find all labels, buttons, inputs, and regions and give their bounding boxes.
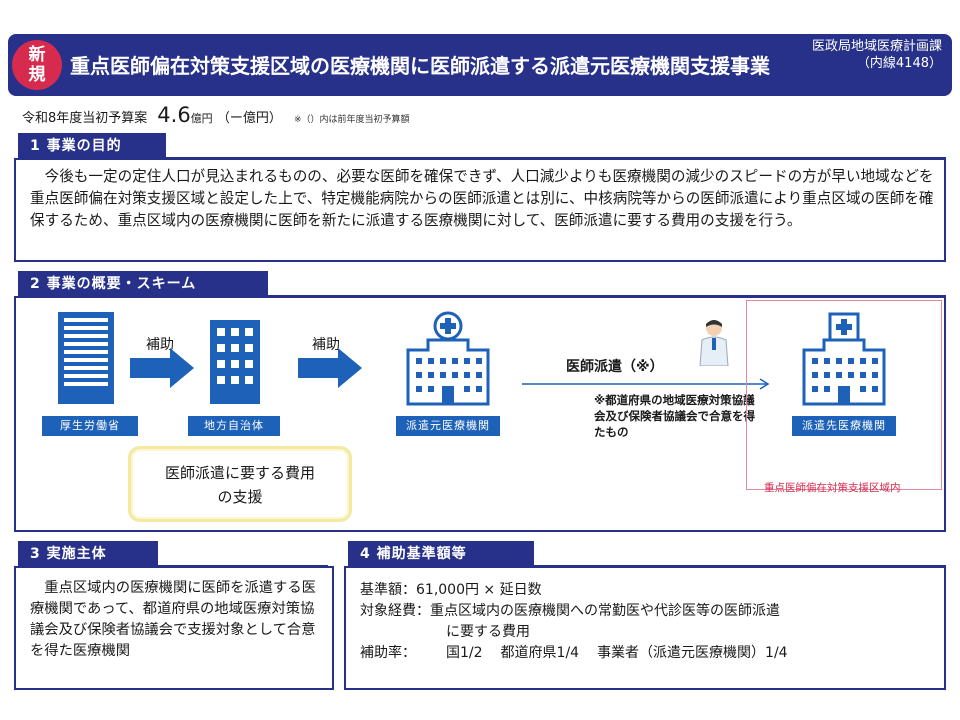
- budget-line: 令和8年度当初予算案 4.6億円 （ー億円） ※（）内は前年度当初予算額: [22, 103, 410, 127]
- section-3-title: 3 実施主体: [18, 541, 328, 567]
- dispatch-note: ※都道府県の地域医療対策協議会及び保険者協議会で合意を得たもの: [594, 393, 755, 439]
- dispatch-arrow-icon: [522, 378, 770, 390]
- base-amount-value: 61,000円 × 延日数: [416, 582, 542, 598]
- rate-operator: 事業者（派遣元医療機関）1/4: [597, 645, 788, 661]
- section-4-title: 4 補助基準額等: [348, 541, 946, 567]
- section-1-title: 1 事業の目的: [18, 133, 946, 159]
- support-box: 医師派遣に要する費用 の支援: [128, 446, 352, 522]
- badge-line-1: 新: [28, 45, 46, 65]
- origin-hospital-icon: [406, 311, 490, 406]
- priority-area-caption: 重点医師偏在対策支援区域内: [764, 482, 901, 494]
- budget-previous: （ー億円）: [216, 111, 282, 126]
- page-title: 重点医師偏在対策支援区域の医療機関に医師派遣する派遣元医療機関支援事業: [70, 54, 770, 78]
- target-cost-line-1: 重点区域内の医療機関への常勤医や代診医等の医師派遣: [430, 603, 780, 619]
- header-banner: 新 規 重点医師偏在対策支援区域の医療機関に医師派遣する派遣元医療機関支援事業: [8, 34, 952, 96]
- base-amount-label: 基準額：: [360, 582, 416, 598]
- section-2-title: 2 事業の概要・スキーム: [18, 271, 946, 297]
- base-amount-row: 基準額：61,000円 × 延日数: [360, 580, 788, 601]
- support-line-1: 医師派遣に要する費用: [164, 464, 315, 482]
- budget-amount: 4.6: [157, 103, 191, 127]
- purpose-text: 今後も一定の定住人口が見込まれるものの、必要な医師を確保できず、人口減少よりも医…: [30, 168, 934, 229]
- destination-hospital-icon: [802, 312, 886, 406]
- origin-hospital-label: 派遣元医療機関: [396, 416, 500, 436]
- help-label-2: 補助: [312, 337, 340, 353]
- destination-hospital-label: 派遣先医療機関: [792, 416, 896, 436]
- target-cost-continued: に要する費用: [360, 622, 788, 643]
- mhlw-label: 厚生労働省: [42, 416, 138, 436]
- budget-label: 令和8年度当初予算案: [22, 111, 148, 126]
- rate-national: 国1/2: [446, 645, 483, 661]
- target-cost-line-2: に要する費用: [446, 624, 530, 640]
- implementing-body-text: 重点区域内の医療機関に医師を派遣する医療機関であって、都道府県の地域医療対策協議…: [30, 580, 316, 659]
- support-line-2: の支援: [217, 488, 263, 506]
- mhlw-building-icon: [58, 312, 114, 404]
- standards-list: 基準額：61,000円 × 延日数 対象経費：重点区域内の医療機関への常勤医や代…: [360, 580, 788, 664]
- local-government-building-icon: [210, 320, 260, 404]
- section-3-box: 重点区域内の医療機関に医師を派遣する医療機関であって、都道府県の地域医療対策協議…: [14, 566, 334, 690]
- extension-number: （内線4148）: [856, 56, 942, 71]
- section-1-box: 今後も一定の定住人口が見込まれるものの、必要な医師を確保できず、人口減少よりも医…: [14, 158, 946, 262]
- subsidy-rate-row: 補助率： 国1/2 都道府県1/4 事業者（派遣元医療機関）1/4: [360, 643, 788, 664]
- budget-unit: 億円: [190, 112, 213, 125]
- doctor-icon: [699, 320, 729, 366]
- priority-area-frame: [746, 300, 942, 490]
- subsidy-rate-label: 補助率：: [360, 645, 416, 661]
- target-cost-label: 対象経費：: [360, 603, 430, 619]
- badge-line-2: 規: [28, 65, 46, 85]
- rate-prefecture: 都道府県1/4: [500, 645, 580, 661]
- local-government-label: 地方自治体: [188, 416, 280, 436]
- arrow-right-icon: [298, 348, 362, 388]
- scheme-box: 厚生労働省 補助 地方自治体 補助 派遣元医療機関: [14, 296, 946, 532]
- new-badge: 新 規: [12, 40, 62, 90]
- dispatch-label: 医師派遣（※）: [566, 359, 664, 375]
- department-name: 医政局地域医療計画課: [811, 39, 942, 54]
- section-4-box: 基準額：61,000円 × 延日数 対象経費：重点区域内の医療機関への常勤医や代…: [344, 566, 946, 690]
- budget-note: ※（）内は前年度当初予算額: [293, 115, 410, 125]
- arrow-right-icon: [130, 348, 194, 388]
- target-cost-row: 対象経費：重点区域内の医療機関への常勤医や代診医等の医師派遣: [360, 601, 788, 622]
- help-label-1: 補助: [146, 337, 174, 353]
- department-info: 医政局地域医療計画課 （内線4148）: [812, 38, 942, 72]
